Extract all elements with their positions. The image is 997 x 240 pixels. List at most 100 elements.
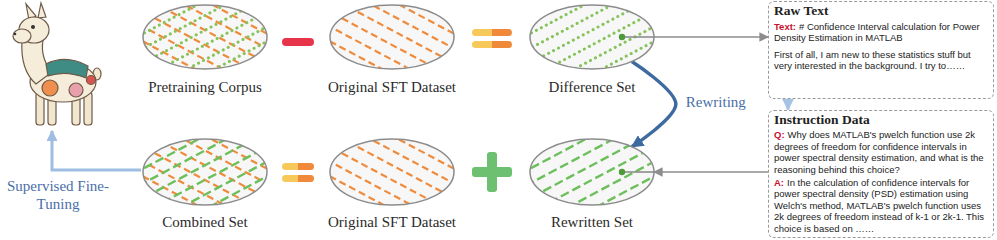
- hatch-line: [69, 17, 299, 139]
- hatch-line: [81, 94, 311, 216]
- hatch-line: [112, 152, 342, 240]
- hatch-line: [304, 0, 534, 47]
- hatch-line: [69, 152, 299, 240]
- hatch-line: [511, 175, 741, 240]
- hatch-line: [450, 0, 680, 47]
- hatch-line: [57, 0, 287, 35]
- hatch-line: [474, 106, 704, 228]
- hatch-line: [106, 140, 336, 240]
- hatch-line: [136, 25, 366, 147]
- set-label: Pretraining Corpus: [125, 79, 285, 96]
- text-box: Raw TextText:# Confidence Interval calcu…: [768, 1, 994, 99]
- hatch-line: [517, 186, 747, 240]
- edge-label: Rewriting: [684, 93, 748, 111]
- hatch-line: [111, 0, 341, 58]
- hatch-line: [100, 129, 330, 240]
- hatch-line: [304, 60, 534, 182]
- hatch-line: [142, 14, 372, 136]
- hatch-line: [487, 0, 717, 116]
- hatch-line: [69, 71, 299, 193]
- hatch-line: [117, 60, 347, 182]
- minus-sign: [282, 38, 314, 46]
- hatch-line: [130, 186, 360, 240]
- hatch-line: [130, 37, 360, 159]
- hatch-line: [268, 0, 498, 116]
- hatch-line: [243, 175, 473, 240]
- hatch-line: [142, 0, 372, 1]
- hatch-line: [462, 83, 692, 205]
- hatch-line: [317, 37, 547, 159]
- hatch-line: [329, 0, 559, 1]
- hatch-line: [274, 0, 504, 104]
- equals-sign: [282, 163, 314, 170]
- set-border: [330, 5, 454, 69]
- hatch-line: [268, 129, 498, 240]
- connector-arrow: [632, 62, 676, 147]
- hatch-line: [462, 0, 692, 70]
- hatch-line: [444, 48, 674, 170]
- box-text: Why does MATLAB's pwelch function use 2k…: [774, 129, 984, 174]
- hatch-line: [93, 106, 323, 228]
- hatch-line: [505, 28, 735, 150]
- box-text: Raw Text: [774, 3, 828, 18]
- set-ellipse: Original SFT Dataset: [312, 2, 472, 98]
- hatch-line: [75, 0, 305, 70]
- hatch-line: [444, 0, 674, 35]
- hatch-line: [124, 48, 354, 170]
- set-border: [330, 139, 454, 205]
- hatch-line: [250, 28, 480, 150]
- hatch-line: [298, 0, 528, 58]
- hatch-line: [100, 0, 330, 116]
- hatch-line: [426, 0, 656, 1]
- box-text: Instruction Data: [774, 112, 870, 127]
- hatch-line: [329, 14, 559, 136]
- plus-sign: [487, 152, 497, 192]
- set-ellipse: Original SFT Dataset: [312, 136, 472, 233]
- hatch-line: [456, 71, 686, 193]
- hatch-line: [45, 25, 275, 147]
- set-label: Original SFT Dataset: [312, 79, 472, 96]
- llama-eye: [31, 25, 35, 29]
- hatch-line: [99, 0, 329, 81]
- hatch-line: [87, 0, 317, 104]
- hatch-line: [481, 0, 711, 104]
- hatch-line: [87, 117, 317, 239]
- box-text: In the calculation of confidence interva…: [774, 177, 984, 234]
- hatch-line: [499, 152, 729, 240]
- hatch-line: [481, 117, 711, 239]
- connector-arrow: [787, 99, 790, 110]
- hatch-line: [81, 129, 311, 240]
- hatch-line: [94, 117, 324, 239]
- text-block: Raw Text: [774, 4, 988, 19]
- equals-sign: [472, 41, 512, 48]
- hatch-line: [311, 0, 541, 35]
- hatch-line: [39, 14, 269, 136]
- set-border: [530, 139, 654, 205]
- hatch-line: [118, 28, 348, 150]
- hatch-line: [94, 0, 324, 104]
- set-border: [530, 5, 654, 69]
- hatch-line: [426, 14, 656, 136]
- prefix-marker: Q:: [774, 129, 785, 140]
- prefix-marker: A:: [774, 177, 784, 188]
- box-text: # Confidence Interval calculation for Po…: [774, 21, 980, 43]
- sample-dot: [619, 169, 625, 175]
- hatch-line: [57, 48, 287, 170]
- sample-pointer: [622, 36, 654, 38]
- text-block: Text:# Confidence Interval calculation f…: [774, 21, 988, 44]
- hatch-line: [124, 0, 354, 35]
- fine-tuning-arrow: [52, 131, 141, 170]
- text-block: Q:Why does MATLAB's pwelch function use …: [774, 129, 988, 175]
- hatch-line: [256, 152, 486, 240]
- set-label: Combined Set: [125, 214, 285, 231]
- hatch-line: [81, 0, 311, 81]
- hatch-line: [105, 0, 335, 70]
- hatch-line: [75, 140, 305, 240]
- set-label: Difference Set: [512, 79, 672, 96]
- hatch-line: [256, 17, 486, 139]
- hatch-line: [99, 94, 329, 216]
- hatch-line: [81, 0, 311, 116]
- hatch-line: [111, 71, 341, 193]
- set-border: [143, 5, 267, 69]
